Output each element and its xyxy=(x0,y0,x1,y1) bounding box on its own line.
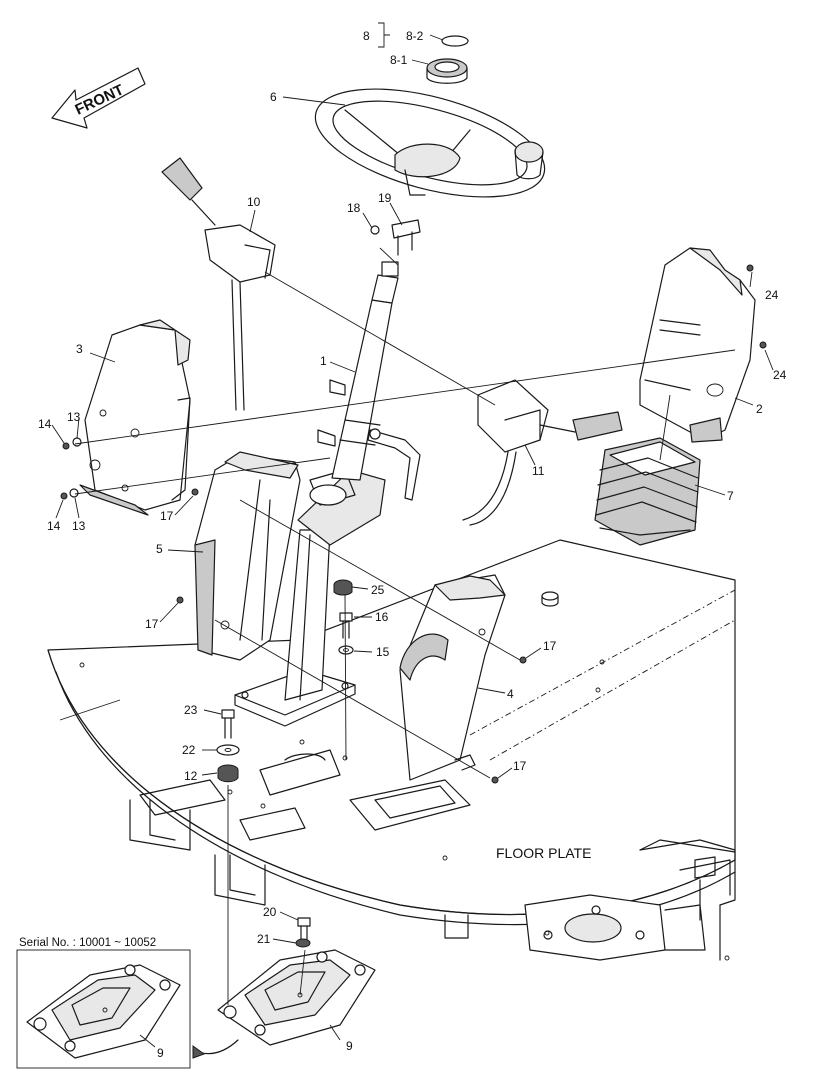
callout-21: 21 xyxy=(257,932,271,946)
callout-labels: 1 2 3 4 5 6 7 8 8-1 8-2 9 9 10 11 12 13 … xyxy=(38,29,787,1060)
steering-column xyxy=(234,261,421,727)
callout-24a: 24 xyxy=(765,288,779,302)
inset-arrow-head xyxy=(192,1045,206,1059)
callout-6: 6 xyxy=(270,90,277,104)
left-lower-cover xyxy=(194,451,301,661)
callout-14b: 14 xyxy=(47,519,61,533)
callout-7: 7 xyxy=(727,489,734,503)
right-control-lever xyxy=(462,379,623,526)
callout-25: 25 xyxy=(371,583,385,597)
callout-13a: 13 xyxy=(67,410,81,424)
callout-9: 9 xyxy=(346,1039,353,1053)
callout-2: 2 xyxy=(756,402,763,416)
steering-mount xyxy=(217,949,376,1046)
callout-15: 15 xyxy=(376,645,390,659)
callout-20: 20 xyxy=(263,905,277,919)
serial-inset xyxy=(16,949,191,1069)
callout-10: 10 xyxy=(247,195,261,209)
callout-12: 12 xyxy=(184,769,198,783)
hub-bracket xyxy=(370,219,421,256)
callout-17b: 17 xyxy=(145,617,159,631)
floor-plate-label: FLOOR PLATE xyxy=(496,845,591,861)
front-label: FRONT xyxy=(73,81,127,118)
floor-plate xyxy=(47,539,736,961)
front-direction-arrow xyxy=(51,67,146,129)
callout-16: 16 xyxy=(375,610,389,624)
callout-1: 1 xyxy=(320,354,327,368)
callout-11: 11 xyxy=(532,464,545,478)
leader-lines xyxy=(51,22,774,1048)
callout-3: 3 xyxy=(76,342,83,356)
callout-22: 22 xyxy=(182,743,196,757)
callout-8-1: 8-1 xyxy=(390,53,408,67)
right-upper-cover xyxy=(639,247,756,443)
left-upper-cover xyxy=(79,319,191,516)
steering-boot xyxy=(594,437,701,546)
steering-wheel xyxy=(314,35,546,198)
callout-17c: 17 xyxy=(543,639,557,653)
right-lower-cover xyxy=(399,574,506,781)
inset-title: Serial No. : 10001 ~ 10052 xyxy=(19,937,156,949)
callout-19: 19 xyxy=(378,191,392,205)
callout-13b: 13 xyxy=(72,519,86,533)
callout-17a: 17 xyxy=(160,509,174,523)
callout-17d: 17 xyxy=(513,759,527,773)
callout-18: 18 xyxy=(347,201,361,215)
callout-5: 5 xyxy=(156,542,163,556)
left-control-lever xyxy=(161,157,276,411)
callout-4: 4 xyxy=(507,687,514,701)
callout-24b: 24 xyxy=(773,368,787,382)
callout-8-2: 8-2 xyxy=(406,29,424,43)
callout-14a: 14 xyxy=(38,417,52,431)
callout-23: 23 xyxy=(184,703,198,717)
callout-8: 8 xyxy=(363,29,370,43)
callout-9-inset: 9 xyxy=(157,1046,164,1060)
